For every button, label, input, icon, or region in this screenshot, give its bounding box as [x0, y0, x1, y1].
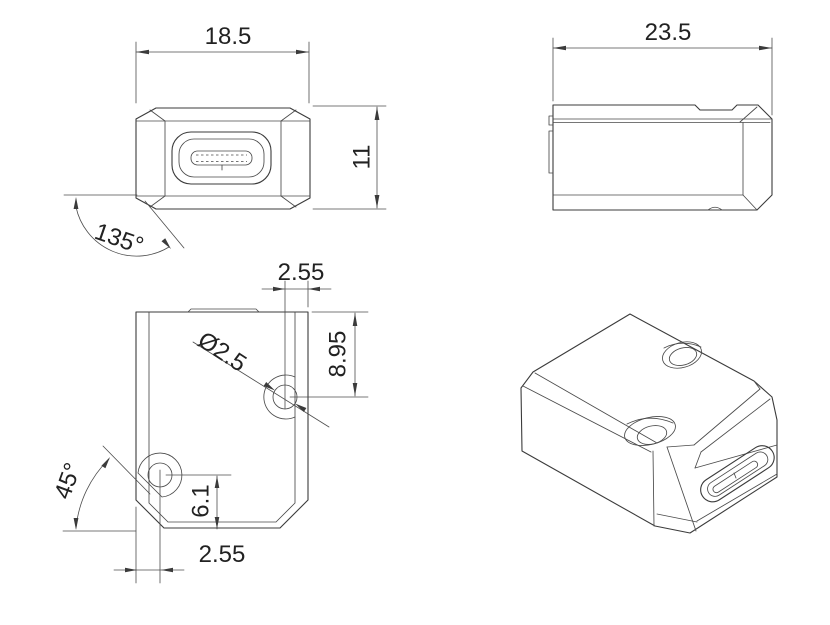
side-bottom-notch	[707, 206, 723, 211]
arrowhead	[136, 49, 149, 55]
plan-outline	[135, 311, 309, 529]
hole-boss	[263, 374, 296, 420]
iso-port-face-top-edge	[694, 444, 778, 469]
port-inner-bezel	[707, 451, 769, 497]
iso-bottom-chamfer-edge	[656, 513, 698, 523]
leader-line	[192, 341, 330, 428]
iso-front-corner-edge-2	[666, 446, 697, 532]
hole-rim-arc	[663, 342, 702, 349]
port-tongue	[190, 150, 253, 166]
dim-plan-hole-diameter: Ø2.5	[193, 327, 251, 378]
extension-line	[552, 37, 773, 116]
arrowhead	[161, 238, 171, 249]
dimension-front-chamfer-angle: 135°	[63, 194, 185, 260]
port-outer-bezel	[171, 131, 272, 185]
iso-front-corner-edge	[652, 450, 655, 527]
arrowhead	[101, 457, 110, 469]
side-upper-corner-edge	[739, 106, 758, 123]
iso-left-chamfer-band	[522, 385, 652, 453]
side-view: 23.5	[548, 19, 773, 211]
iso-top-right-edge	[693, 388, 761, 446]
front-corner-chamfer-edges	[149, 109, 297, 208]
dimension-plan-hole-dist-top: 8.95	[289, 311, 369, 398]
hole-bore	[668, 347, 698, 366]
dimension-plan-hole-dist-bottom: 6.1	[165, 474, 232, 530]
arrowhead	[273, 286, 285, 292]
angle-reference-diagonal	[144, 200, 185, 249]
dim-side-depth: 23.5	[645, 19, 692, 46]
arrowhead	[352, 313, 358, 326]
plan-top-tab	[187, 308, 260, 313]
iso-port-face-bottom-edge	[696, 473, 778, 522]
side-left-tabs	[548, 115, 554, 174]
side-outline	[552, 104, 773, 211]
iso-silhouette	[520, 313, 778, 534]
extension-line	[289, 311, 369, 398]
isometric-view	[520, 313, 778, 534]
dimension-plan-hole-diameter: Ø2.5	[192, 327, 330, 428]
side-lower-corner-edge	[742, 194, 758, 211]
hole-boss	[137, 452, 183, 498]
dimension-front-width: 18.5	[135, 23, 310, 104]
angle-arc	[75, 206, 170, 257]
arrowhead	[73, 518, 79, 530]
iso-chamfer-connector	[666, 380, 761, 469]
front-view: 18.5 11 135°	[63, 23, 387, 260]
arrowhead	[214, 517, 220, 529]
dim-plan-hole-dist-top: 8.95	[325, 331, 352, 378]
port-inner-bezel	[178, 138, 265, 178]
dimension-front-height: 11	[312, 105, 387, 210]
arrowhead	[352, 383, 358, 396]
usb-c-port-isometric	[700, 445, 775, 503]
angle-reference-diagonal	[102, 445, 151, 495]
arrowhead	[374, 195, 380, 208]
arrowhead	[308, 286, 320, 292]
plan-view: 2.55 8.95 Ø2.5 45°	[49, 259, 369, 584]
usb-c-port-front	[171, 131, 272, 185]
dimension-plan-chamfer-angle: 45°	[49, 445, 151, 532]
port-tongue	[712, 460, 759, 494]
iso-hole-lower	[624, 416, 676, 446]
hole-countersink	[662, 341, 702, 369]
arrowhead	[295, 403, 307, 412]
dimension-plan-hole-offset-left: 2.55	[113, 469, 246, 584]
iso-right-chamfer-band	[700, 398, 771, 453]
dimension-plan-hole-offset-right: 2.55	[261, 259, 332, 410]
extension-line	[135, 41, 310, 104]
dim-front-height: 11	[349, 145, 376, 170]
arrowhead	[214, 476, 220, 488]
extension-line	[135, 469, 161, 584]
port-outer-bezel	[700, 445, 775, 503]
arrowhead	[125, 567, 137, 573]
arrowhead	[759, 45, 772, 51]
arrowhead	[161, 567, 173, 573]
dim-plan-hole-offset-left: 2.55	[199, 541, 246, 568]
arrowhead	[73, 197, 79, 209]
arrowhead	[553, 45, 566, 51]
dim-plan-hole-dist-bottom: 6.1	[188, 484, 215, 517]
dimension-side-depth: 23.5	[552, 19, 773, 116]
extension-line	[284, 280, 309, 410]
arrowhead	[374, 107, 380, 120]
arrowhead	[296, 49, 309, 55]
dim-plan-chamfer-angle: 45°	[49, 459, 87, 502]
hole-rim-arc	[626, 417, 674, 425]
plan-inner-edges	[148, 311, 296, 523]
side-top-chamfer-lines	[552, 118, 773, 123]
front-outline	[135, 107, 311, 210]
arrowhead	[263, 382, 275, 391]
iso-top-left-edge	[534, 372, 658, 444]
extension-line	[312, 105, 387, 210]
port-tongue-tick	[733, 472, 737, 479]
hole-bore	[636, 425, 668, 445]
iso-hole-upper	[662, 341, 702, 369]
dim-front-width: 18.5	[205, 23, 252, 50]
dim-plan-hole-offset-right: 2.55	[278, 259, 325, 286]
